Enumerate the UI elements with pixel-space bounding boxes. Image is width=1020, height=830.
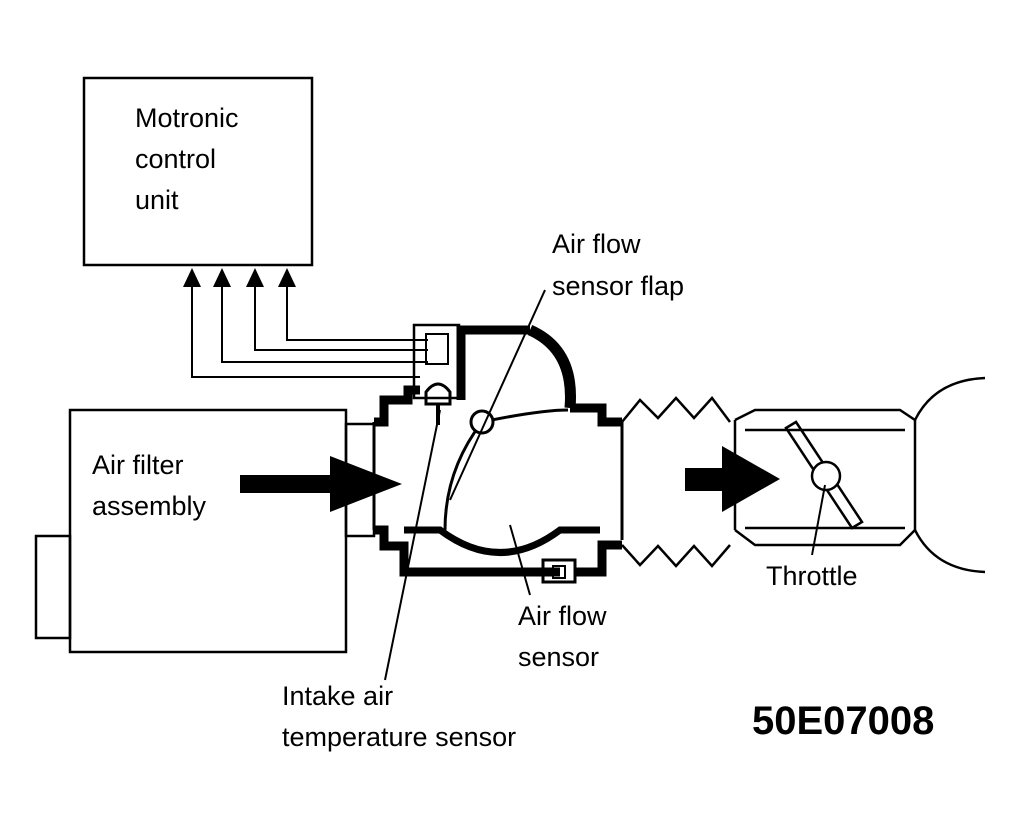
housing-upper-neck (456, 325, 530, 400)
signal-wires (191, 285, 428, 378)
air-filter-label-line1: Air filter (92, 450, 184, 480)
control-unit-label-line2: control (135, 144, 216, 174)
flap-chamber-wall (527, 324, 576, 409)
sensor-label-line1: Air flow (518, 601, 607, 631)
intake-airflow-arrow (240, 456, 402, 512)
air-filter-inlet (34, 534, 72, 640)
sensor-plate-chamber (404, 526, 600, 556)
wire-3 (254, 285, 428, 351)
arrowhead-1 (183, 268, 201, 287)
throttle-leader (811, 484, 826, 556)
sensor-flap (443, 408, 569, 531)
air-flow-sensor-housing (372, 323, 624, 584)
flap-label-line2: sensor flap (552, 271, 684, 301)
throttle-bottom-outer (734, 529, 916, 547)
housing-upper-right (570, 403, 622, 427)
leader-lines (384, 289, 826, 681)
arrowhead-4 (278, 268, 296, 287)
sensor-leader (509, 524, 531, 596)
signal-arrowheads (183, 268, 296, 287)
intake-temp-leader (384, 409, 441, 681)
manifold-curve-top (913, 376, 986, 421)
air-filter-assembly: Air filter assembly (34, 408, 376, 654)
flap-label-line1: Air flow (552, 229, 641, 259)
wire-4 (286, 285, 428, 341)
housing-lower-left (374, 525, 560, 577)
air-filter-box (68, 408, 348, 654)
bellows-top (621, 396, 731, 423)
manifold-curve-bottom (913, 529, 986, 574)
temp-sensor-bulb (424, 382, 452, 406)
flap-leader (449, 289, 546, 501)
housing-lower-right (575, 540, 622, 577)
trim-screw-housing (541, 558, 577, 584)
throttle-shaft (810, 460, 842, 492)
control-unit: Motronic control unit (82, 76, 314, 267)
flap-measuring-blade (443, 421, 484, 531)
arrowhead-3 (246, 268, 264, 287)
intake-bellows (621, 396, 731, 568)
trim-screw (552, 565, 566, 579)
housing-upper-left (374, 385, 420, 427)
control-unit-label-line3: unit (135, 185, 179, 215)
throttle-label: Throttle (766, 561, 858, 591)
wire-1 (191, 285, 420, 378)
flap-damper-blade (481, 408, 569, 424)
throttle-plate (784, 420, 864, 530)
control-unit-label-line1: Motronic (135, 103, 239, 133)
sensor-connector-plug (425, 333, 449, 365)
control-unit-box (82, 76, 314, 267)
air-filter-label-line2: assembly (92, 491, 207, 521)
throttle-body (733, 376, 986, 574)
throttle-airflow-arrow (685, 446, 780, 512)
bellows-bottom (621, 544, 731, 568)
wire-2 (221, 285, 428, 363)
throttle-top-outer (734, 408, 916, 422)
sensor-label-line2: sensor (518, 642, 599, 672)
intake-temp-label-line2: temperature sensor (282, 722, 516, 752)
intake-temp-label-line1: Intake air (282, 681, 393, 711)
arrowhead-2 (213, 268, 231, 287)
figure-code: 50E07008 (752, 699, 934, 743)
